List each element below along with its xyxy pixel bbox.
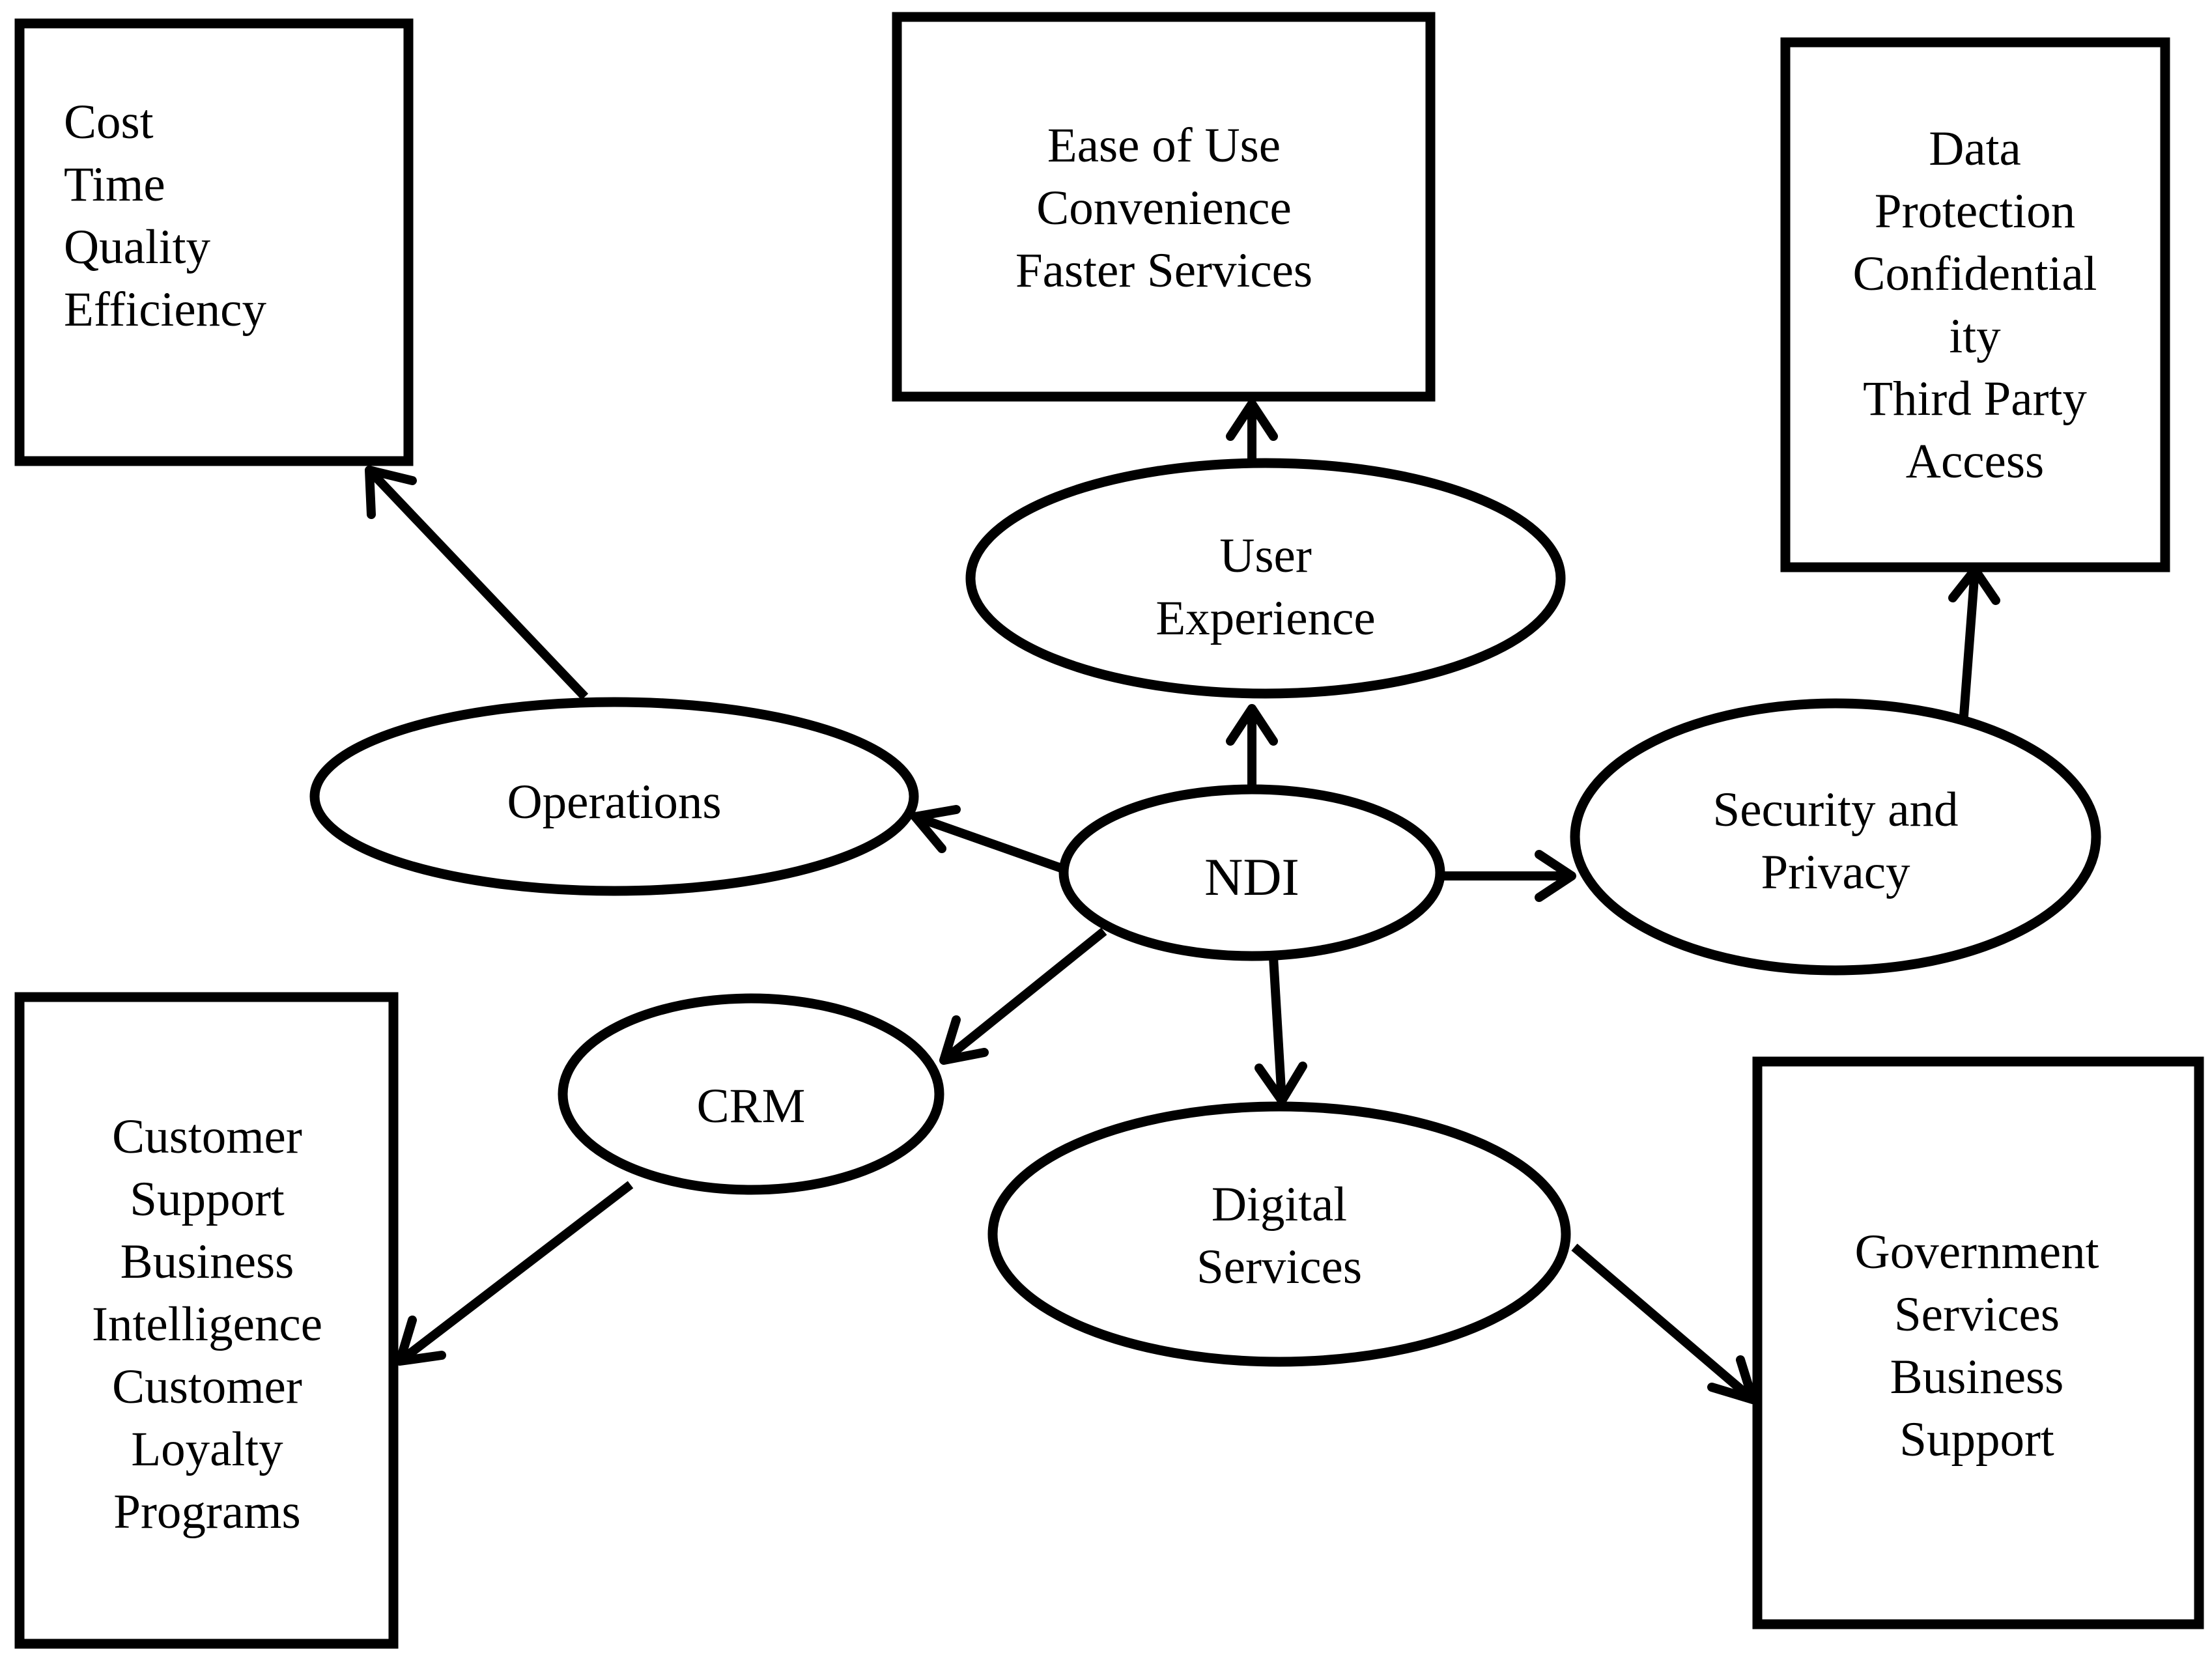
security-box-text-line: ity bbox=[1949, 309, 2001, 363]
connector-ndi-to-operations bbox=[911, 805, 1065, 873]
digital-services-box-text-line: Government bbox=[1855, 1225, 2099, 1279]
crm-label: CRM bbox=[697, 1079, 806, 1133]
operations-box-text-line: Time bbox=[64, 158, 165, 212]
user-experience-label-line: User bbox=[1219, 529, 1312, 583]
crm-box-text-line: Customer bbox=[112, 1110, 302, 1164]
crm-box-text-line: Intelligence bbox=[92, 1297, 322, 1351]
operations-box-text-line: Efficiency bbox=[64, 283, 266, 337]
connector-ndi-to-security bbox=[1440, 850, 1576, 902]
security-box-text-line: Third Party bbox=[1863, 372, 2087, 426]
digital-services-box-text-line: Services bbox=[1894, 1288, 2060, 1342]
operations-label-line: Operations bbox=[507, 775, 721, 829]
user-experience-box-text-line: Faster Services bbox=[1015, 244, 1312, 298]
security-box-text-line: Confidential bbox=[1853, 247, 2097, 301]
user-experience-label-line: Experience bbox=[1156, 591, 1375, 645]
crm-box-text-line: Support bbox=[130, 1172, 285, 1226]
crm-box-text-line: Business bbox=[121, 1235, 294, 1289]
ndi-label: NDI bbox=[1204, 847, 1299, 907]
connector-crm-to-box bbox=[395, 1181, 634, 1366]
crm-node: CRM bbox=[558, 993, 944, 1195]
digital-services-box-text-line: Support bbox=[1899, 1413, 2054, 1467]
user-experience-box-text-line: Ease of Use bbox=[1047, 119, 1281, 173]
connector-operations-to-box bbox=[365, 466, 589, 700]
connector-ndi-to-user-experience bbox=[1226, 704, 1278, 793]
security-privacy-label-line: Security and bbox=[1713, 783, 1959, 837]
security-box-text-line: Access bbox=[1906, 434, 2044, 488]
operations-label: Operations bbox=[507, 775, 721, 829]
security-box-text-line: Data bbox=[1929, 122, 2021, 176]
connector-digital-services-to-box bbox=[1571, 1243, 1757, 1404]
crm-label-line: CRM bbox=[697, 1079, 806, 1133]
ndi-node: NDI bbox=[1058, 784, 1445, 961]
crm-box-text-line: Customer bbox=[112, 1360, 302, 1414]
security-privacy-label-line: Privacy bbox=[1761, 845, 1910, 899]
security-box-text-line: Protection bbox=[1875, 184, 2075, 238]
user-experience-box-text-line: Convenience bbox=[1036, 181, 1292, 235]
connector-user-experience-to-box bbox=[1226, 399, 1278, 461]
connector-security-to-box bbox=[1948, 565, 2000, 725]
digital-services-label-line: Services bbox=[1197, 1240, 1362, 1294]
connector-ndi-to-digital-services bbox=[1255, 957, 1307, 1105]
operations-node: Operations bbox=[309, 697, 919, 896]
digital-services-box-text-line: Business bbox=[1890, 1350, 2064, 1404]
connector-ndi-to-crm bbox=[939, 927, 1107, 1065]
operations-box-text-line: Cost bbox=[64, 95, 154, 149]
crm-box-text-line: Loyalty bbox=[131, 1422, 283, 1476]
operations-box-text-line: Quality bbox=[64, 220, 210, 274]
digital-services-label-line: Digital bbox=[1212, 1177, 1347, 1232]
crm-box-text-line: Programs bbox=[113, 1485, 300, 1539]
